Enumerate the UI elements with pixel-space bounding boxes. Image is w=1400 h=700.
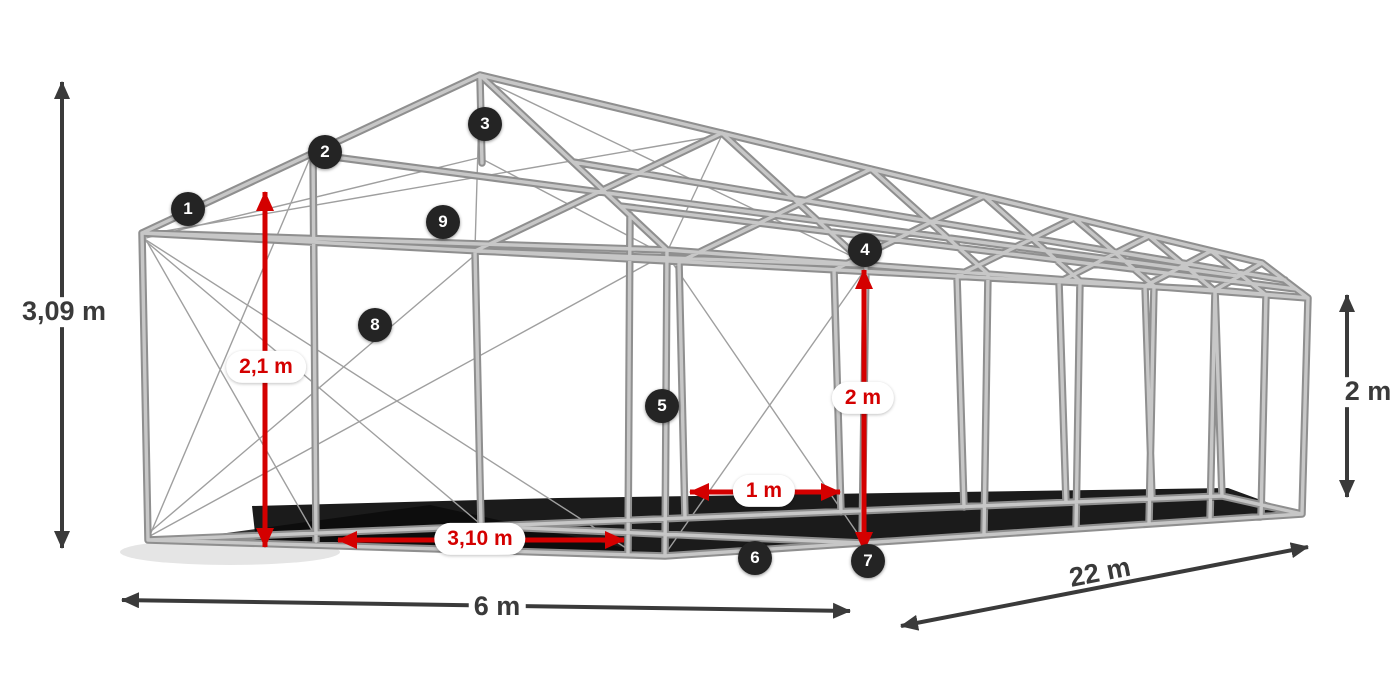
part-marker-7: 7 [851,544,885,578]
frame-spacing-label: 1 m [732,474,796,508]
total-height-label: 3,09 m [16,296,112,327]
entrance-width-label: 3,10 m [434,522,526,556]
part-marker-8: 8 [358,308,392,342]
part-marker-6: 6 [738,541,772,575]
length-arrow [900,542,1309,631]
part-marker-2: 2 [308,135,342,169]
part-marker-3: 3 [468,107,502,141]
part-marker-1: 1 [171,192,205,226]
side-height-label: 2 m [1339,376,1397,407]
width-label: 6 m [468,591,526,622]
part-marker-5: 5 [645,389,679,423]
part-marker-9: 9 [426,205,460,239]
part-marker-4: 4 [848,233,882,267]
inner-front-height-label: 2,1 m [226,350,306,384]
inner-height-label: 2 m [831,381,895,415]
